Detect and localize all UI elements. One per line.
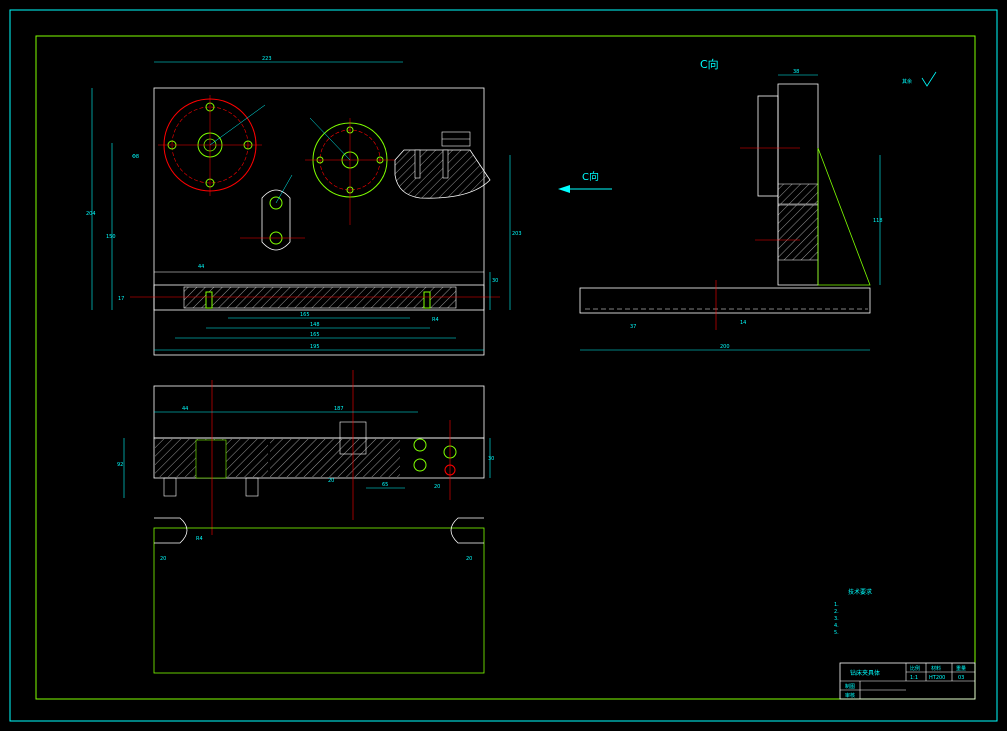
- title-block-r1: 制图: [845, 683, 855, 690]
- roughness-symbol: [921, 71, 937, 87]
- dim-front-mid: 187: [334, 406, 344, 412]
- slot-link: [261, 189, 291, 251]
- title-block-v1: 1:1: [910, 675, 918, 681]
- side-hatch-2: [777, 204, 819, 261]
- dim-front-w1: 20: [328, 478, 334, 484]
- dim-side-small: 14: [740, 320, 746, 326]
- side-base: [579, 287, 871, 314]
- dim-front-left: 44: [182, 406, 188, 412]
- dim-len-b: 148: [310, 322, 320, 328]
- notes-item-2: 2.: [834, 609, 839, 615]
- front-view-section: [153, 437, 485, 479]
- dim-len-total: 195: [310, 344, 320, 350]
- title-block-v2: HT200: [929, 675, 945, 681]
- dim-side-base: 200: [720, 344, 730, 350]
- dim-side-w: 37: [630, 324, 636, 330]
- notes-item-3: 3.: [834, 616, 839, 622]
- view-c-title: C向: [700, 57, 719, 71]
- dim-right-h: 203: [512, 231, 522, 237]
- side-view: C向 38 118 200 37 14 其余: [579, 57, 937, 351]
- title-block-c1: 比例: [910, 665, 920, 672]
- dim-side-h: 118: [873, 218, 883, 224]
- side-rib: [817, 147, 871, 286]
- view-arrow: C向: [558, 170, 612, 193]
- inner-frame: [35, 35, 976, 700]
- slot-right: [450, 517, 484, 544]
- slot-left: [154, 517, 188, 544]
- notes-item-4: 4.: [834, 623, 839, 629]
- notes-item-1: 1.: [834, 602, 839, 608]
- bottom-plate: [153, 527, 485, 674]
- dim-slot-r: 20: [466, 556, 472, 562]
- side-hatch-1: [777, 183, 819, 205]
- title-block-r2: 审核: [845, 692, 855, 699]
- dim-left-h2: 150: [106, 234, 116, 240]
- leader-2: [309, 117, 351, 161]
- notes-item-5: 5.: [834, 630, 839, 636]
- dim-front-w2: 20: [434, 484, 440, 490]
- title-block-c2: 材料: [931, 665, 941, 672]
- base-rail-bolt-2: [423, 291, 431, 309]
- tech-notes: 技术要求 1. 2. 3. 4. 5.: [834, 588, 872, 636]
- dim-front-h2: 30: [488, 456, 494, 462]
- front-pin-1: [163, 477, 177, 497]
- profile-slot-1: [414, 149, 421, 179]
- dim-len-a: 165: [300, 312, 310, 318]
- front-bore-left: [195, 439, 227, 479]
- dim-left-x: 44: [198, 264, 204, 270]
- base-rail-bolt-1: [205, 291, 213, 309]
- top-view-plate: [153, 87, 485, 356]
- dim-front-h: 92: [117, 462, 123, 468]
- leader-1: [209, 104, 266, 146]
- dim-top-width: 223: [262, 56, 272, 62]
- dim-slot-l: 20: [160, 556, 166, 562]
- slot-link-hole-top: [269, 196, 283, 210]
- base-rail: [153, 284, 485, 311]
- front-hatch-mid: [270, 439, 400, 477]
- front-hole-2: [413, 458, 427, 472]
- dim-r-label-1: R4: [432, 317, 439, 323]
- dim-left-h1: 204: [86, 211, 96, 217]
- dim-len-c: 165: [310, 332, 320, 338]
- dim-hole-d: Φ8: [132, 154, 139, 160]
- title-block-name: 钻床夹具体: [850, 669, 880, 677]
- dim-front-w3: 65: [382, 482, 388, 488]
- roughness-rest-label: 其余: [902, 78, 912, 85]
- dim-side-top: 38: [793, 69, 799, 75]
- view-arrow-head: [558, 185, 570, 193]
- view-c-arrow-label: C向: [582, 170, 599, 183]
- dim-right-h2: 30: [492, 278, 498, 284]
- title-block: 钻床夹具体 比例 材料 重量 1:1 HT200 03 制图 审核: [839, 662, 976, 700]
- outer-frame: [9, 9, 998, 722]
- front-hole-1: [413, 438, 427, 452]
- top-view: 223: [86, 56, 522, 356]
- title-block-c3: 重量: [956, 665, 966, 672]
- leader-3: [275, 174, 293, 204]
- notes-title: 技术要求: [848, 588, 872, 596]
- profile-slot-2: [442, 149, 449, 179]
- base-rail-hatch: [183, 286, 457, 309]
- front-pin-2: [245, 477, 259, 497]
- profile-fin: [394, 149, 491, 199]
- front-view: 44 187 92 30 20 20 65 20 20 R4: [117, 370, 494, 674]
- title-block-v3: 03: [958, 675, 964, 681]
- side-boss: [757, 95, 779, 197]
- dim-base-thk: 17: [118, 296, 124, 302]
- dim-r-label-2: R4: [196, 536, 203, 542]
